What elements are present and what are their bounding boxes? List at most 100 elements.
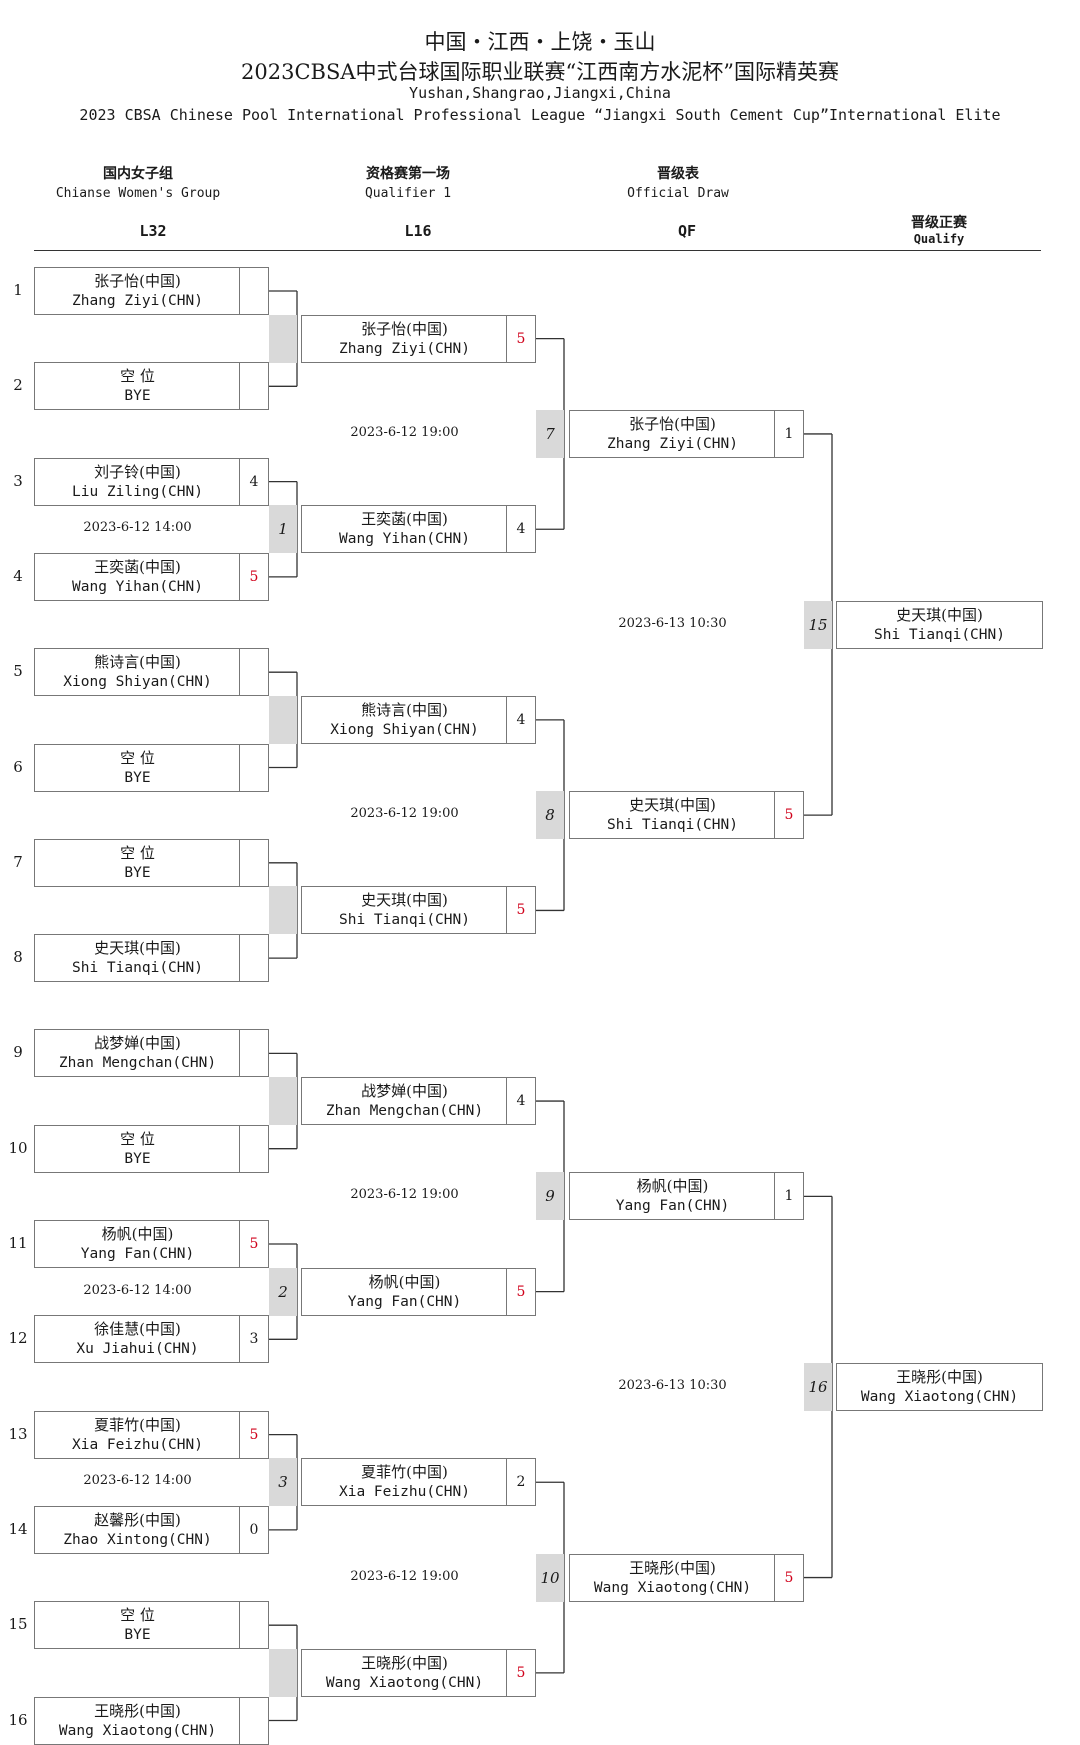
player-name-en: Zhao Xintong(CHN)	[63, 1531, 212, 1548]
player-name-cn: 史天琪(中国)	[361, 891, 448, 910]
seed-number: 10	[8, 1138, 28, 1157]
player-name-cn: 张子怡(中国)	[629, 414, 716, 433]
player-name-cn: 空 位	[120, 1606, 155, 1625]
player-box: 夏菲竹(中国)Xia Feizhu(CHN)2	[301, 1458, 536, 1507]
player-name: 熊诗言(中国)Xiong Shiyan(CHN)	[302, 697, 507, 743]
match-date: 2023-6-12 19:00	[350, 424, 459, 440]
player-name: 张子怡(中国)Zhang Ziyi(CHN)	[570, 411, 775, 457]
qualifier-label-cn: 资格赛第一场	[366, 166, 450, 182]
match-date: 2023-6-12 14:00	[83, 1473, 192, 1489]
match-number-box	[269, 1077, 297, 1126]
match-number-box: 3	[269, 1458, 297, 1507]
player-score: 5	[506, 887, 535, 934]
match-number: 15	[808, 615, 828, 634]
player-box: 杨帆(中国)Yang Fan(CHN)5	[301, 1267, 536, 1316]
seed-number: 5	[13, 662, 23, 681]
player-box: 夏菲竹(中国)Xia Feizhu(CHN)5	[34, 1410, 269, 1459]
player-box: 张子怡(中国) Zhang Ziyi(CHN)	[34, 267, 269, 315]
match-number-box: 8	[536, 791, 564, 840]
match-date: 2023-6-12 19:00	[350, 1187, 459, 1203]
header-divider	[34, 250, 1041, 251]
player-box: 赵馨彤(中国)Zhao Xintong(CHN)0	[34, 1505, 269, 1554]
player-score	[239, 1030, 268, 1077]
player-score: 5	[239, 1411, 268, 1458]
match-number-box: 2	[269, 1267, 297, 1316]
player-name-en: BYE	[124, 1150, 151, 1167]
player-name-en: Yang Fan(CHN)	[80, 1246, 195, 1262]
player-name-cn: 空 位	[120, 367, 155, 386]
player-name: 王奕菡(中国)Wang Yihan(CHN)	[302, 506, 507, 552]
player-name-cn: 赵馨彤(中国)	[94, 1510, 181, 1529]
player-score	[239, 935, 268, 982]
group-label: 国内女子组 Chianse Women's Group	[48, 163, 228, 201]
player-name: 刘子铃(中国)Liu Ziling(CHN)	[35, 459, 240, 505]
player-name-cn: 王晓彤(中国)	[896, 1367, 983, 1386]
seed-number: 11	[8, 1234, 28, 1252]
player-box: 史天琪(中国)Shi Tianqi(CHN)	[836, 600, 1043, 649]
seed-number: 13	[8, 1424, 28, 1443]
qualify-label-cn: 晋级正赛	[911, 215, 967, 231]
player-box: 王奕菡(中国)Wang Yihan(CHN)5	[34, 552, 269, 601]
player-name-en: Zhang Ziyi(CHN)	[72, 293, 203, 309]
round-l16: L16	[404, 222, 432, 240]
player-name-cn: 徐佳慧(中国)	[94, 1320, 181, 1339]
qualify-label: 晋级正赛 Qualify	[884, 212, 994, 246]
player-name-cn: 史天琪(中国)	[94, 939, 181, 958]
player-name: 熊诗言(中国)Xiong Shiyan(CHN)	[35, 649, 240, 695]
player-name-cn: 张子怡(中国)	[94, 272, 181, 290]
match-number: 9	[545, 1187, 555, 1206]
player-name: 战梦婵(中国)Zhan Mengchan(CHN)	[302, 1078, 507, 1124]
seed-number: 8	[13, 948, 23, 967]
draw-label-en: Official Draw	[627, 186, 729, 201]
player-score: 5	[506, 1649, 535, 1696]
player-name-en: Shi Tianqi(CHN)	[339, 912, 470, 929]
player-score	[239, 649, 268, 696]
player-name: 徐佳慧(中国)Xu Jiahui(CHN)	[35, 1316, 240, 1362]
match-number-box: 10	[536, 1553, 564, 1602]
player-box: 战梦婵(中国)Zhan Mengchan(CHN)	[34, 1029, 269, 1078]
title-location-en: Yushan,Shangrao,Jiangxi,China	[409, 84, 671, 102]
title-event-en: 2023 CBSA Chinese Pool International Pro…	[79, 106, 1001, 124]
player-name: 史天琪(中国)Shi Tianqi(CHN)	[837, 602, 1042, 648]
player-box: 熊诗言(中国)Xiong Shiyan(CHN)	[34, 648, 269, 697]
player-score: 4	[506, 1078, 535, 1125]
player-name-en: Xiong Shiyan(CHN)	[63, 674, 212, 691]
player-score: 5	[239, 553, 268, 600]
match-number: 7	[545, 424, 555, 443]
player-name-cn: 战梦婵(中国)	[361, 1082, 448, 1101]
player-name-en: Shi Tianqi(CHN)	[874, 626, 1005, 643]
player-score: 5	[774, 1554, 803, 1601]
qualifier-label-en: Qualifier 1	[364, 186, 452, 201]
player-name: 夏菲竹(中国)Xia Feizhu(CHN)	[302, 1459, 507, 1505]
player-name-cn: 王晓彤(中国)	[94, 1701, 181, 1720]
player-name-en: Zhang Ziyi(CHN)	[339, 340, 470, 357]
player-box: 王晓彤(中国)Wang Xiaotong(CHN)5	[301, 1648, 536, 1697]
player-box: 张子怡(中国)Zhang Ziyi(CHN)5	[301, 314, 536, 363]
player-name-en: Yang Fan(CHN)	[615, 1198, 730, 1215]
match-number: 10	[540, 1568, 560, 1587]
player-box: 杨帆(中国)Yang Fan(CHN)5	[34, 1220, 269, 1268]
player-box: 史天琪(中国)Shi Tianqi(CHN)	[34, 934, 269, 983]
player-score	[239, 1602, 268, 1649]
player-name: 夏菲竹(中国)Xia Feizhu(CHN)	[35, 1412, 240, 1458]
player-name-en: Wang Yihan(CHN)	[72, 578, 203, 595]
player-name: 王奕菡(中国)Wang Yihan(CHN)	[35, 554, 240, 600]
player-name: 杨帆(中国)Yang Fan(CHN)	[302, 1269, 507, 1315]
match-date: 2023-6-12 14:00	[83, 1282, 192, 1298]
player-name-en: BYE	[124, 769, 151, 786]
match-number: 1	[278, 520, 288, 539]
player-name-cn: 空 位	[120, 843, 155, 862]
player-score: 4	[506, 506, 535, 553]
player-name-cn: 杨帆(中国)	[101, 1225, 174, 1243]
player-score: 1	[774, 1173, 803, 1220]
player-score: 1	[774, 410, 803, 457]
player-name-en: Liu Ziling(CHN)	[72, 483, 203, 500]
match-number: 3	[278, 1473, 288, 1492]
player-name-cn: 杨帆(中国)	[636, 1177, 709, 1196]
